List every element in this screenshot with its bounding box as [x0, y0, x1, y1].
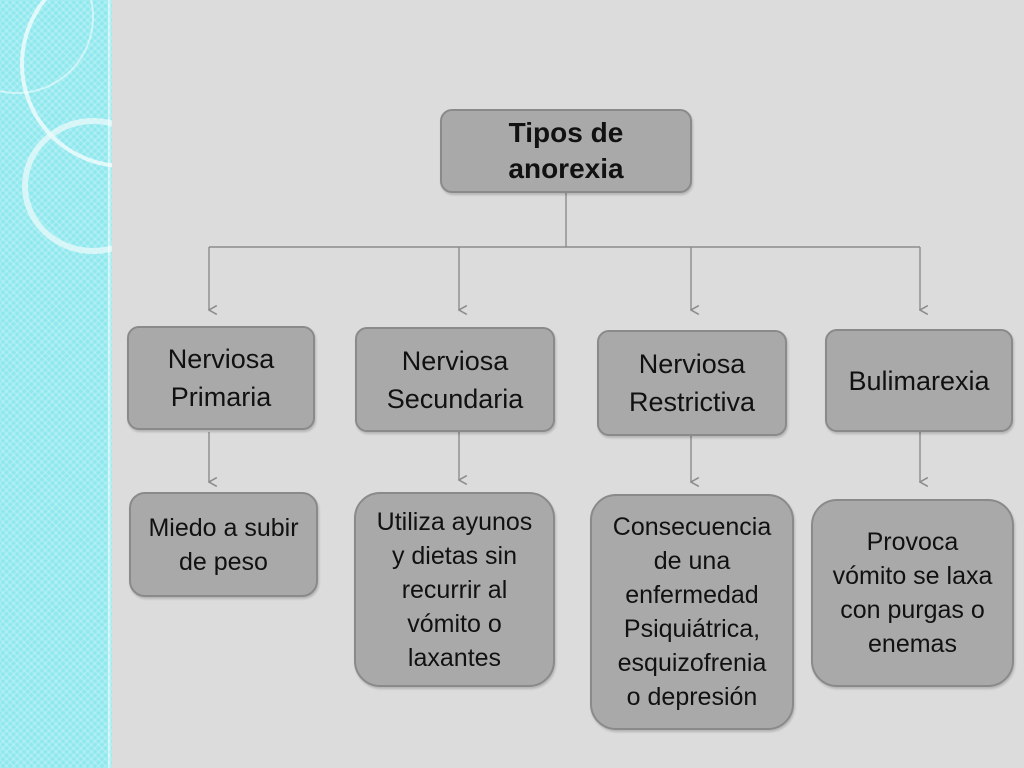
- description-text: Provoca vómito se laxa con purgas o enem…: [832, 528, 993, 658]
- description-node-nerviosa-restrictiva: Consecuencia de una enfermedad Psiquiátr…: [590, 494, 794, 730]
- type-node-label: Nerviosa Restrictiva: [628, 349, 756, 417]
- root-node-label: Tipos de anorexia: [508, 117, 624, 184]
- decorative-sidebar: [0, 0, 112, 768]
- root-node: Tipos de anorexia: [440, 109, 692, 193]
- description-text: Utiliza ayunos y dietas sin recurrir al …: [376, 507, 533, 672]
- description-node-nerviosa-primaria: Miedo a subir de peso: [129, 492, 318, 597]
- type-node-nerviosa-secundaria: Nerviosa Secundaria: [355, 327, 555, 432]
- type-node-label: Bulimarexia: [848, 365, 990, 396]
- description-text: Consecuencia de una enfermedad Psiquiátr…: [612, 513, 772, 711]
- description-node-bulimarexia: Provoca vómito se laxa con purgas o enem…: [811, 499, 1014, 687]
- type-node-nerviosa-primaria: Nerviosa Primaria: [127, 326, 315, 430]
- type-node-nerviosa-restrictiva: Nerviosa Restrictiva: [597, 330, 787, 436]
- type-node-bulimarexia: Bulimarexia: [825, 329, 1013, 432]
- description-text: Miedo a subir de peso: [148, 513, 299, 576]
- type-node-label: Nerviosa Primaria: [167, 344, 275, 412]
- type-node-label: Nerviosa Secundaria: [386, 345, 524, 414]
- description-node-nerviosa-secundaria: Utiliza ayunos y dietas sin recurrir al …: [354, 492, 555, 687]
- sidebar-edge: [108, 0, 112, 768]
